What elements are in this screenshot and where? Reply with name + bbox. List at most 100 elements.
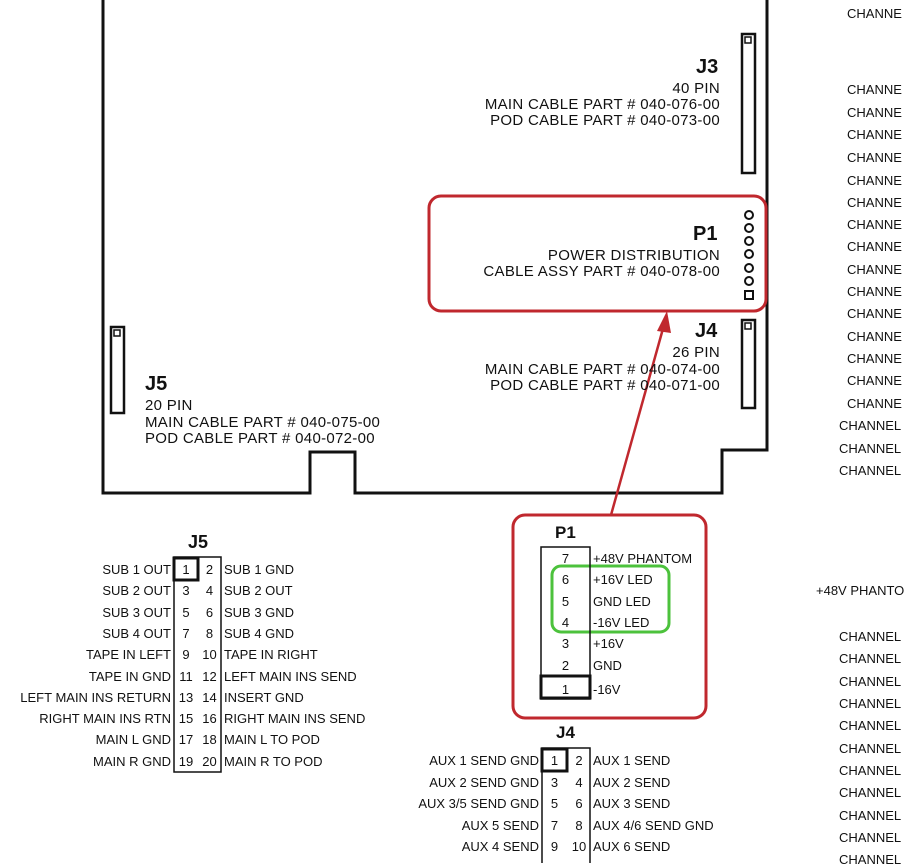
j5-pin-number: 18 <box>202 732 217 747</box>
channel-label: CHANNE <box>847 150 902 165</box>
j5-pin-left-label: RIGHT MAIN INS RTN <box>39 711 171 726</box>
channel-label: CHANNEL <box>839 651 902 666</box>
p1-pin-label: +16V <box>593 636 624 651</box>
arrow-head <box>657 311 671 333</box>
j4-connector <box>740 318 757 410</box>
j5-pin-left-label: LEFT MAIN INS RETURN <box>20 690 171 705</box>
j5-pin-left-label: SUB 1 OUT <box>102 562 171 577</box>
channel-label: CHANNEL <box>839 741 902 756</box>
channel-label: CHANNE <box>847 284 902 299</box>
p1-title: P1 <box>693 223 718 245</box>
j5-pin-number: 11 <box>179 669 193 684</box>
p1-pin-label: +48V PHANTOM <box>593 551 693 566</box>
j4-pin-right-label: AUX 2 SEND <box>593 775 671 790</box>
p1-pin-label: GND LED <box>593 594 651 609</box>
j5-pin-number: 17 <box>178 732 194 747</box>
p1-pin-number: 1 <box>561 682 570 697</box>
p1-pin-label: -16V LED <box>593 615 650 630</box>
j4-pin1-box <box>540 747 569 773</box>
p1-pinout-callout <box>511 513 708 720</box>
p1-pin-number: 6 <box>561 572 570 587</box>
j4-main-cable: MAIN CABLE PART # 040-074-00 <box>484 361 720 378</box>
j5-pin-number: 4 <box>205 583 214 598</box>
p1-header-title: P1 <box>555 523 576 542</box>
j5-pin-left-label: MAIN L GND <box>95 732 171 747</box>
j5-pin-number: 12 <box>202 669 217 684</box>
j4-pin-number: 9 <box>550 839 559 854</box>
callout-arrow <box>609 324 666 516</box>
channel-label: CHANNEL <box>839 629 902 644</box>
j4-pin-number: 10 <box>571 839 587 854</box>
j5-pin-left-label: SUB 2 OUT <box>102 583 171 598</box>
p1-pin-label: -16V <box>593 682 621 697</box>
j5-pin-left-label: SUB 4 OUT <box>102 626 171 641</box>
j4-pin-number: 6 <box>575 796 583 811</box>
p1-pin-number: 7 <box>561 551 570 566</box>
channel-label: CHANNE <box>847 329 902 344</box>
j4-pin-right-label: AUX 3 SEND <box>593 796 671 811</box>
j5-pin-number: 5 <box>182 605 190 620</box>
led-pins-highlight <box>550 564 671 634</box>
p1-desc: POWER DISTRIBUTION <box>547 247 720 264</box>
j4-pin-number: 5 <box>550 796 559 811</box>
channel-label: CHANNEL <box>839 463 902 478</box>
channel-label: CHANNE <box>847 127 902 142</box>
channel-label: CHANNEL <box>839 696 902 711</box>
j4-pin-right-label: AUX 4/6 SEND GND <box>593 818 714 833</box>
j4-pin-left-label: AUX 3/5 SEND GND <box>418 796 539 811</box>
channel-label: CHANNE <box>847 351 902 366</box>
j4-pin-left-label: AUX 5 SEND <box>461 818 539 833</box>
j5-pin1-box <box>172 556 200 582</box>
j5-pin-number: 1 <box>182 562 190 577</box>
j5-pin-number: 8 <box>205 626 214 641</box>
j4-pin-number: 7 <box>550 818 559 833</box>
j5-pin-right-label: SUB 4 GND <box>224 626 295 641</box>
j5-pin-number: 20 <box>202 754 217 769</box>
channel-label: CHANNEL <box>839 808 902 823</box>
j5-pin-number: 2 <box>205 562 214 577</box>
phantom-label: +48V PHANTO <box>816 583 905 598</box>
j4-pin-left-label: AUX 4 SEND <box>461 839 539 854</box>
j3-pins: 40 PIN <box>672 80 720 97</box>
j5-pin-right-label: SUB 1 GND <box>224 562 295 577</box>
board-outline <box>101 0 769 495</box>
j5-pod-cable: POD CABLE PART # 040-072-00 <box>145 430 375 447</box>
j4-pin-right-label: AUX 1 SEND <box>593 753 671 768</box>
j5-pin-number: 7 <box>182 626 190 641</box>
channel-label: CHANNEL <box>839 674 902 689</box>
p1-pin-number: 5 <box>561 594 570 609</box>
j4-pin-number: 1 <box>550 753 559 768</box>
j4-pin-number: 3 <box>550 775 559 790</box>
j4-pin-left-label: AUX 2 SEND GND <box>429 775 539 790</box>
channel-label: CHANNEL <box>839 718 902 733</box>
j5-pins: 20 PIN <box>145 397 193 414</box>
j5-pin-right-label: MAIN R TO POD <box>224 754 323 769</box>
p1-pin-number: 2 <box>561 658 570 673</box>
channel-label: CHANNE <box>847 82 902 97</box>
channel-label: CHANNEL <box>839 418 902 433</box>
channel-label: CHANNE <box>847 195 902 210</box>
j5-pin-right-label: LEFT MAIN INS SEND <box>224 669 357 684</box>
p1-pin-label: GND <box>593 658 622 673</box>
j5-pin-number: 6 <box>205 605 214 620</box>
j5-pin-left-label: SUB 3 OUT <box>102 605 171 620</box>
j3-pod-cable: POD CABLE PART # 040-073-00 <box>490 112 720 129</box>
j5-title: J5 <box>145 373 168 395</box>
j5-pin-number: 16 <box>202 711 217 726</box>
j5-pin-right-label: SUB 3 GND <box>224 605 295 620</box>
channel-label: CHANNE <box>847 217 902 232</box>
channel-label: CHANNE <box>847 173 902 188</box>
channel-label: CHANNE <box>847 105 902 120</box>
j5-pin-number: 15 <box>178 711 194 726</box>
p1-pin-number: 4 <box>561 615 570 630</box>
j5-pin-number: 3 <box>182 583 190 598</box>
j4-pod-cable: POD CABLE PART # 040-071-00 <box>490 377 720 394</box>
j5-header-title: J5 <box>188 532 209 552</box>
p1-board-callout <box>427 194 768 313</box>
j5-pin-left-label: MAIN R GND <box>93 754 171 769</box>
channel-label: CHANNEL <box>839 441 902 456</box>
channel-label: CHANNE <box>847 396 902 411</box>
j5-pin-number: 10 <box>202 647 217 662</box>
j5-pin-number: 14 <box>202 690 217 705</box>
channel-label: CHANNEL <box>839 763 902 778</box>
